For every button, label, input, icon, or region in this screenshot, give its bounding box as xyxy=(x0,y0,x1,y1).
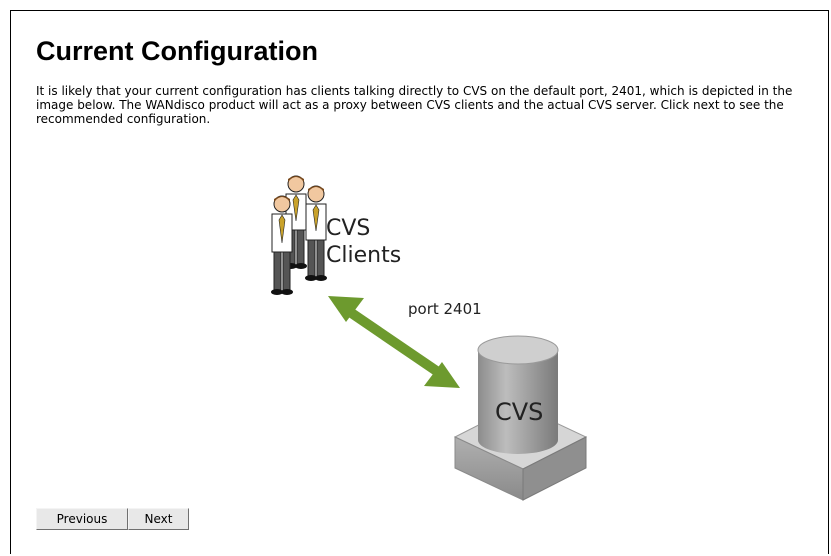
clients-label-line2: Clients xyxy=(326,243,401,268)
cvs-server-icon xyxy=(453,335,588,501)
cvs-configuration-diagram: CVS Clients port 2401 CVS xyxy=(271,175,588,501)
next-button[interactable]: Next xyxy=(128,508,189,530)
server-label: CVS xyxy=(495,398,543,426)
bidirectional-arrow-icon xyxy=(328,296,460,388)
page-description: It is likely that your current configura… xyxy=(36,84,793,126)
previous-button[interactable]: Previous xyxy=(36,508,128,530)
people-icon xyxy=(271,175,327,295)
content-frame xyxy=(10,10,829,554)
page-title: Current Configuration xyxy=(36,36,318,66)
clients-label-line1: CVS xyxy=(326,216,370,241)
connection-label: port 2401 xyxy=(408,300,482,318)
